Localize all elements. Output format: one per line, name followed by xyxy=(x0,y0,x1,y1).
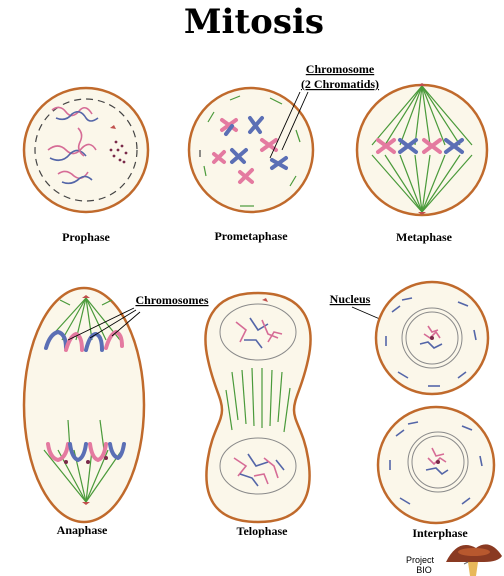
interphase-bottom-fragments xyxy=(389,421,483,505)
chromosomes-callout-leader-2 xyxy=(89,309,137,339)
metaphase-label: Metaphase xyxy=(396,230,453,244)
chromosomes-callout: Chromosomes xyxy=(135,293,208,307)
metaphase-cell xyxy=(355,83,489,217)
chromosomes-callout-leader-3 xyxy=(111,311,141,337)
prometaphase-envelope-fragments xyxy=(199,95,301,207)
diagram-title: Mitosis xyxy=(184,2,324,42)
metaphase-spindle xyxy=(371,85,473,213)
chromosome-callout-line1: Chromosome xyxy=(306,62,375,76)
chromosomes-callout-leader-1 xyxy=(67,307,135,341)
chromosome-callout-line2: (2 Chromatids) xyxy=(301,77,379,91)
metaphase-chromosomes xyxy=(376,138,464,154)
interphase-label: Interphase xyxy=(412,526,468,540)
logo-line2: BIO xyxy=(416,565,432,575)
prometaphase-label: Prometaphase xyxy=(214,229,288,243)
logo-line1: Project xyxy=(406,555,435,565)
telophase-chromosomes-bottom xyxy=(233,453,285,487)
prophase-nucleolus xyxy=(109,140,128,164)
anaphase-chromosomes-bottom xyxy=(46,442,126,464)
telophase-spindle-remnants xyxy=(225,367,291,433)
project-bio-logo: Project BIO xyxy=(406,544,502,576)
prometaphase-chromosomes xyxy=(212,116,288,184)
prophase-label: Prophase xyxy=(62,230,110,244)
telophase-cell xyxy=(204,291,312,524)
mushroom-icon xyxy=(446,544,502,576)
interphase-bottom-chromatin xyxy=(425,447,449,476)
anaphase-cell xyxy=(22,286,146,524)
telophase-label: Telophase xyxy=(237,524,289,538)
prophase-cell xyxy=(22,86,150,214)
telophase-chromosomes-top xyxy=(235,298,283,349)
interphase-top-fragments xyxy=(385,297,477,387)
anaphase-chromosomes-top xyxy=(44,329,124,352)
anaphase-spindle-top xyxy=(47,297,121,341)
prometaphase-cell xyxy=(187,86,315,214)
prophase-chromatin xyxy=(47,106,99,185)
anaphase-label: Anaphase xyxy=(57,523,108,537)
interphase-cell-bottom xyxy=(376,405,496,525)
interphase-cell-top xyxy=(374,280,490,396)
interphase-top-chromatin xyxy=(419,325,443,349)
nucleus-callout: Nucleus xyxy=(330,292,371,306)
telophase-nucleus-top xyxy=(219,303,297,361)
chromosome-callout-leader-2 xyxy=(281,91,309,151)
telophase-nucleus-bottom xyxy=(219,437,297,495)
chromosome-callout-leader xyxy=(269,91,301,159)
